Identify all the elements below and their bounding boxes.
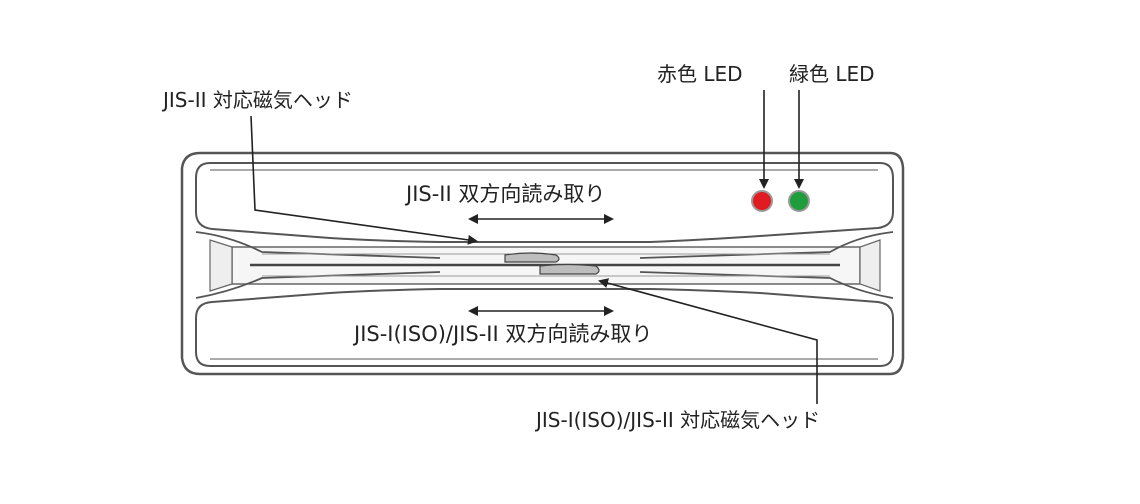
top-head-leader-arrow — [250, 115, 478, 245]
bottom-magnetic-head — [539, 263, 600, 275]
bottom-head-leader-arrow — [598, 278, 818, 404]
green-led-label: 緑色 LED — [789, 62, 875, 86]
device-lower-housing — [195, 288, 894, 367]
slot-left-end — [209, 239, 233, 292]
red-led-label: 赤色 LED — [657, 62, 743, 86]
slot-left-flare-top — [195, 231, 441, 259]
green-led — [788, 190, 810, 212]
top-magnetic-head-label: JIS-II 対応磁気ヘッド — [163, 88, 353, 112]
top-magnetic-head — [504, 252, 560, 263]
slot-right-end — [859, 239, 881, 292]
bottom-bidirectional-read-label: JIS-I(ISO)/JIS-II 双方向読み取り — [354, 322, 653, 346]
slot-left-flare-bottom — [195, 271, 441, 299]
slot-right-flare-bottom — [639, 271, 894, 299]
red-led — [751, 190, 773, 212]
slot-right-flare-top — [639, 231, 894, 259]
top-bidirectional-read-label: JIS-II 双方向読み取り — [406, 182, 606, 206]
bottom-magnetic-head-label: JIS-I(ISO)/JIS-II 対応磁気ヘッド — [536, 408, 821, 432]
device-upper-housing — [195, 162, 894, 243]
